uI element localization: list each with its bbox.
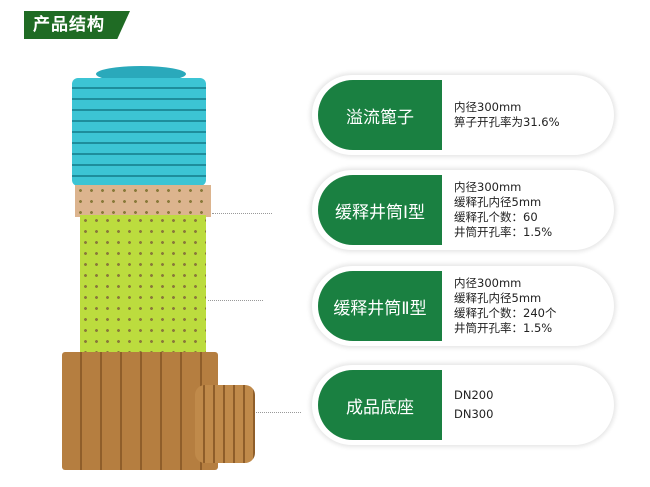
spec-line: 井筒开孔率：1.5% (454, 225, 553, 239)
slow-release-tube-type2 (80, 215, 206, 352)
base-body (62, 352, 218, 470)
spec-line: 内径300mm (454, 100, 522, 114)
spec-line: 缓释孔内径5mm (454, 195, 542, 209)
base-outlet-pipe (195, 385, 255, 463)
spec-line: 缓释孔个数：240个 (454, 306, 557, 320)
leader-line (208, 300, 263, 301)
leader-line (256, 412, 301, 413)
section-title: 产品结构 (24, 11, 130, 39)
spec-line: DN200 (454, 388, 494, 402)
card-label: 缓释井筒Ⅱ型 (318, 271, 442, 341)
spec-line: DN300 (454, 407, 494, 421)
spec-line: 内径300mm (454, 276, 522, 290)
slow-release-tube-type1 (75, 185, 211, 217)
spec-line: 内径300mm (454, 180, 522, 194)
card-label: 缓释井筒Ⅰ型 (318, 175, 442, 245)
spec-line: 缓释孔内径5mm (454, 291, 542, 305)
leader-line (212, 213, 272, 214)
overflow-grate-body (72, 78, 206, 186)
spec-line: 缓释孔个数：60 (454, 210, 538, 224)
card-label: 溢流篦子 (318, 80, 442, 150)
spec-line: 井筒开孔率：1.5% (454, 321, 553, 335)
spec-line: 箅子开孔率为31.6% (454, 115, 560, 129)
card-label: 成品底座 (318, 370, 442, 440)
